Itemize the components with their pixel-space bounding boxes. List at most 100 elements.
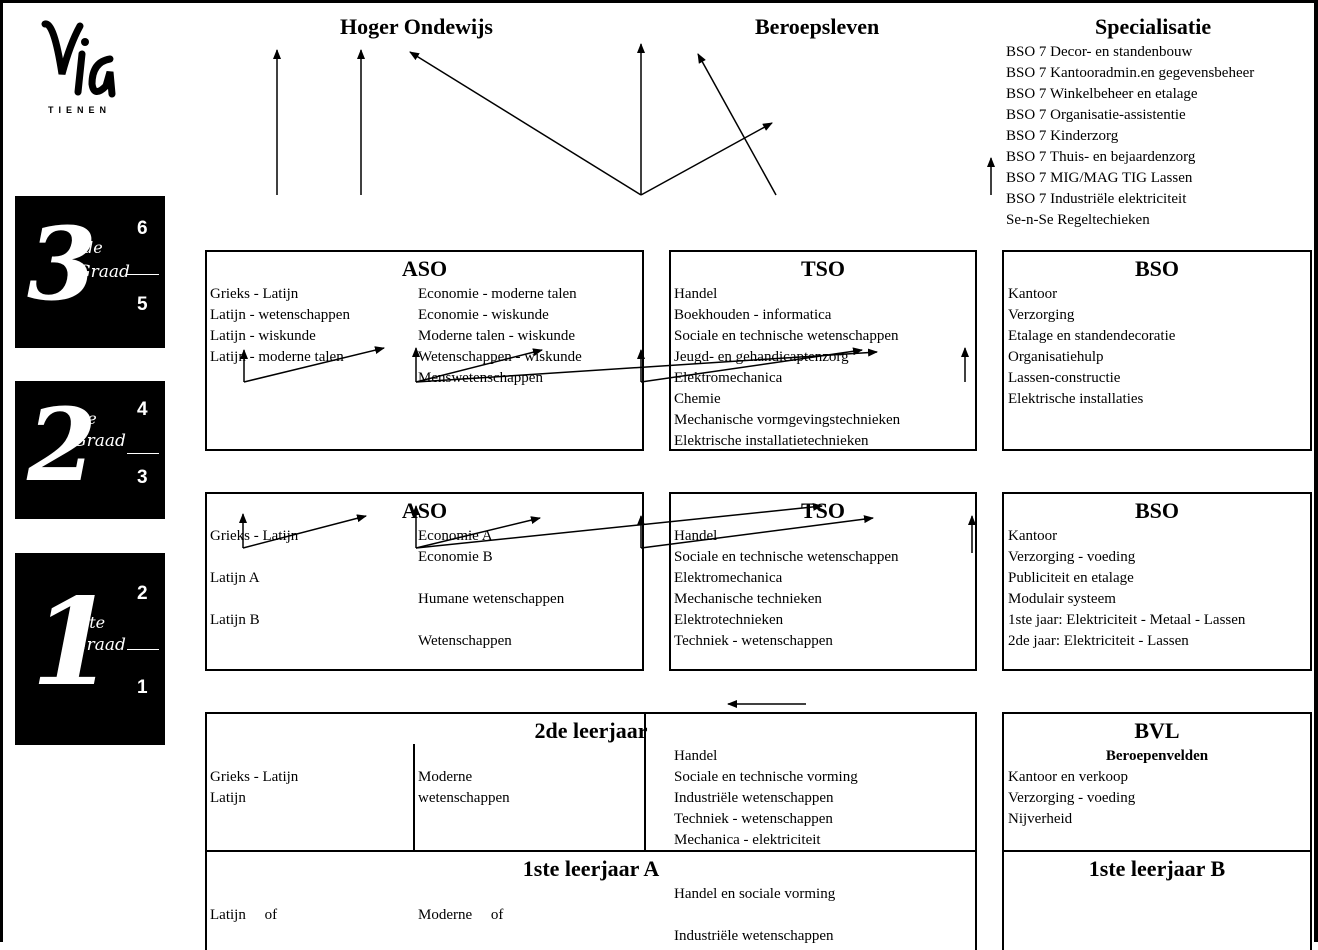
list-item: Mechanische vormgevingstechnieken (674, 412, 901, 428)
box-title: TSO (800, 256, 846, 281)
list-item: Verzorging (1008, 307, 1075, 323)
grade2-bso-box: BSO Kantoor Verzorging - voeding Publici… (1002, 492, 1312, 671)
box-title: TSO (800, 498, 846, 523)
box-title: 1ste leerjaar B (1088, 856, 1226, 881)
grade-word: Graad (77, 262, 130, 282)
heading-specialisation: Specialisatie (1095, 14, 1212, 39)
heading-professional-life: Beroepsleven (755, 14, 880, 39)
list-item: Techniek - wetenschappen (674, 633, 833, 649)
list-item: Techniek - wetenschappen (674, 811, 833, 827)
page-border-top (0, 0, 1318, 3)
heading-higher-education: Hoger Ondewijs (340, 14, 493, 39)
page-border-left (0, 0, 3, 942)
via-logo-mark (41, 20, 116, 98)
via-logo: TIENEN (40, 14, 150, 124)
list-item: Lassen-constructie (1008, 370, 1121, 386)
grade-word: Graad (73, 635, 126, 655)
grade-year-lower: 5 (137, 294, 148, 315)
list-item: Mechanische technieken (674, 591, 822, 607)
list-item: Latijn A (210, 570, 260, 586)
grade-suffix: de (83, 238, 103, 257)
grade-suffix: de (77, 409, 97, 428)
list-item: Latijn - wetenschappen (210, 307, 350, 323)
arrow (409, 51, 642, 196)
first-year-b-box: 1ste leerjaar B (1002, 850, 1312, 950)
list-item: Elektromechanica (674, 570, 783, 586)
list-item: Economie - wiskunde (418, 307, 549, 323)
list-item: BSO 7 Decor- en standenbouw (1006, 44, 1193, 60)
box-title: ASO (401, 256, 448, 281)
list-item: Boekhouden - informatica (674, 307, 832, 323)
list-item: Moderne talen - wiskunde (418, 328, 576, 344)
list-item: Economie B (418, 549, 493, 565)
list-item: Economie - moderne talen (418, 286, 577, 302)
grade-word: Graad (73, 431, 126, 451)
box-title: 1ste leerjaar A (522, 856, 660, 881)
list-item: Moderne of (418, 907, 504, 923)
grade-2-panel: 2 de Graad 4 3 (15, 381, 165, 519)
grade-year-upper: 2 (137, 583, 148, 604)
list-item: Sociale en technische wetenschappen (674, 549, 899, 565)
list-item: BSO 7 Thuis- en bejaardenzorg (1006, 149, 1196, 165)
list-item: Moderne (418, 769, 473, 785)
list-item: 2de jaar: Elektriciteit - Lassen (1008, 633, 1189, 649)
list-item: Elektrische installatietechnieken (674, 433, 869, 449)
arrow (243, 346, 385, 383)
page-border-right (1314, 0, 1318, 942)
arrow (697, 53, 777, 196)
list-item: Grieks - Latijn (210, 769, 299, 785)
list-item: Sociale en technische vorming (674, 769, 858, 785)
list-item: Handel (674, 748, 718, 764)
list-item: BSO 7 Winkelbeheer en etalage (1006, 86, 1198, 102)
grade-3-panel: 3 de Graad 6 5 (15, 196, 165, 348)
list-item: Sociale en technische wetenschappen (674, 328, 899, 344)
grade-year-upper: 4 (137, 399, 148, 420)
list-item: Etalage en standendecoratie (1008, 328, 1176, 344)
list-item: Modulair systeem (1008, 591, 1116, 607)
list-item: Elektrische installaties (1008, 391, 1144, 407)
grade-year-upper: 6 (137, 218, 148, 239)
box-title: BSO (1134, 256, 1180, 281)
grade3-tso-box: TSO Handel Boekhouden - informatica Soci… (669, 250, 977, 451)
list-item: Verzorging - voeding (1008, 549, 1136, 565)
list-item: Verzorging - voeding (1008, 790, 1136, 806)
grade-year-lower: 3 (137, 467, 148, 488)
second-year-box: 2de leerjaar Grieks - Latijn Latijn Mode… (205, 712, 977, 852)
first-year-a-box: 1ste leerjaar A Latijn of Moderne of Han… (205, 850, 977, 950)
grade2-tso-box: TSO Handel Sociale en technische wetensc… (669, 492, 977, 671)
arrow (640, 347, 863, 383)
arrow (640, 515, 874, 549)
list-item: Humane wetenschappen (418, 591, 565, 607)
bvl-box: BVL Beroepenvelden Kantoor en verkoop Ve… (1002, 712, 1312, 852)
list-item: Kantoor (1008, 528, 1058, 544)
list-item: Latijn B (210, 612, 260, 628)
list-item: Industriële wetenschappen (674, 928, 834, 944)
list-item: Mechanica - elektriciteit (674, 832, 821, 848)
list-item: wetenschappen (418, 790, 510, 806)
column-divider (644, 714, 646, 852)
list-item: Jeugd- en gehandicaptenzorg (674, 349, 849, 365)
list-item: BSO 7 Organisatie-assistentie (1006, 107, 1186, 123)
list-item: Nijverheid (1008, 811, 1073, 827)
grade3-bso-box: BSO Kantoor Verzorging Etalage en stande… (1002, 250, 1312, 451)
grade-1-panel: 1 ste Graad 2 1 (15, 553, 165, 745)
list-item: Elektrotechnieken (674, 612, 784, 628)
grade-digit: 3 (27, 205, 97, 323)
list-item: BSO 7 MIG/MAG TIG Lassen (1006, 170, 1193, 186)
list-item: 1ste jaar: Elektriciteit - Metaal - Lass… (1008, 612, 1246, 628)
column-divider (413, 744, 415, 852)
grade-divider (127, 453, 159, 454)
box-subtitle: Beroepenvelden (1105, 748, 1209, 764)
list-item: Chemie (674, 391, 721, 407)
list-item: Industriële wetenschappen (674, 790, 834, 806)
arrow (415, 348, 543, 383)
arrow (415, 516, 541, 549)
arrow (640, 122, 773, 196)
arrow (415, 348, 878, 383)
box-title: 2de leerjaar (534, 718, 648, 743)
list-item: BSO 7 Industriële elektriciteit (1006, 191, 1187, 207)
grade-year-lower: 1 (137, 677, 148, 698)
list-item: Se-n-Se Regeltechieken (1006, 212, 1150, 228)
list-item: Handel en sociale vorming (674, 886, 836, 902)
